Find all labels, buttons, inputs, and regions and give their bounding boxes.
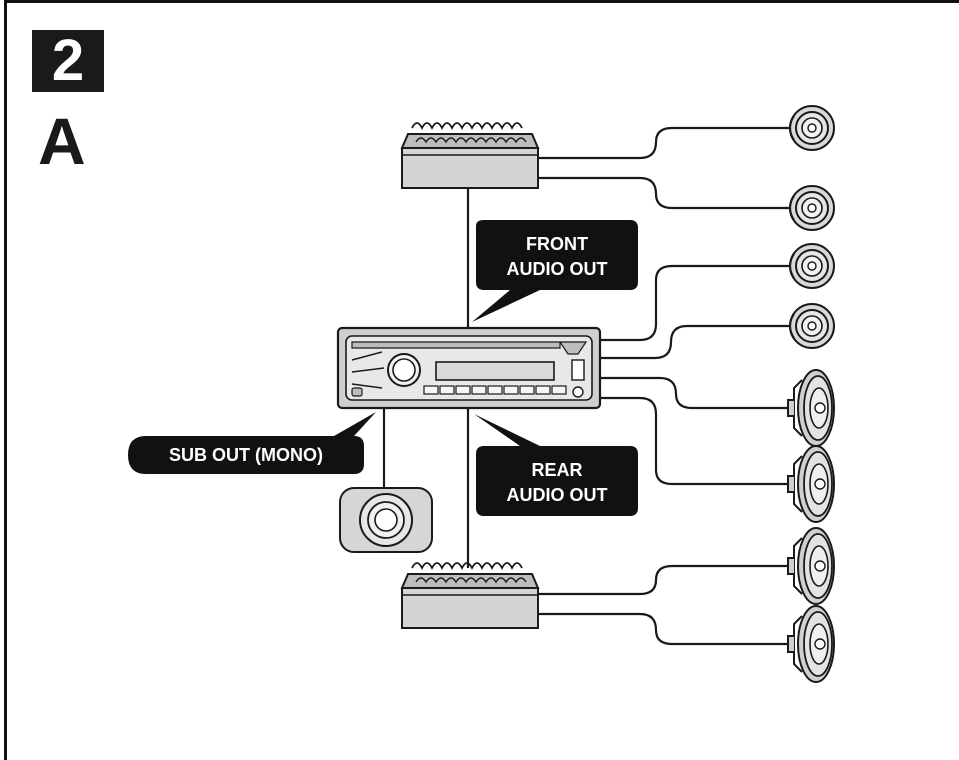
- oval-speaker-icon: [787, 527, 835, 605]
- rear-amplifier-icon: [401, 562, 539, 629]
- front-callout-line2: AUDIO OUT: [507, 259, 608, 279]
- subwoofer-icon: [339, 487, 433, 553]
- oval-speaker-icon: [787, 605, 835, 683]
- tweeter-speaker-icon: [789, 185, 835, 231]
- rear-audio-out-callout: REAR AUDIO OUT: [474, 414, 638, 516]
- sub-callout-text: SUB OUT (MONO): [169, 445, 323, 465]
- rear-callout-line1: REAR: [531, 460, 582, 480]
- front-audio-out-callout: FRONT AUDIO OUT: [472, 220, 638, 322]
- step-number-badge: 2: [32, 30, 104, 92]
- section-letter: A: [38, 104, 86, 178]
- oval-speaker-icon: [787, 445, 835, 523]
- tweeter-speaker-icon: [789, 243, 835, 289]
- tweeter-speaker-icon: [789, 105, 835, 151]
- sub-out-callout: SUB OUT (MONO): [128, 412, 376, 474]
- car-stereo-head-unit-icon: [336, 326, 602, 410]
- oval-speaker-icon: [787, 369, 835, 447]
- tweeter-speaker-icon: [789, 303, 835, 349]
- page-border: [4, 0, 959, 760]
- rear-callout-line2: AUDIO OUT: [507, 485, 608, 505]
- front-callout-line1: FRONT: [526, 234, 588, 254]
- wiring-lines: [382, 126, 790, 646]
- front-amplifier-icon: [401, 122, 539, 189]
